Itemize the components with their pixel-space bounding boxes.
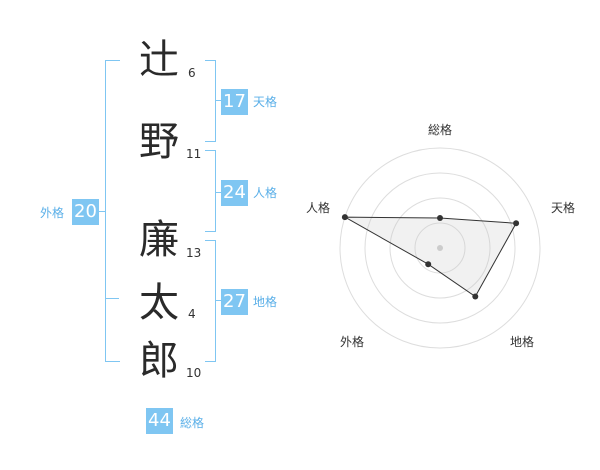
chikaku-connector — [215, 300, 221, 301]
soukaku-label: 総格 — [180, 416, 205, 430]
jinkaku-bracket — [205, 150, 216, 232]
radar-ring-2 — [389, 197, 491, 299]
tenkaku-label: 天格 — [253, 95, 278, 109]
gaikaku-bracket — [105, 60, 120, 362]
radar-center-dot — [437, 245, 443, 251]
radar-ring-1 — [414, 222, 466, 274]
gaikaku-label: 外格 — [40, 206, 65, 220]
tenkaku-bracket — [205, 60, 216, 142]
tenkaku-value: 17 — [221, 89, 248, 115]
radar-point-2 — [513, 220, 520, 227]
jinkaku-connector — [215, 192, 221, 193]
jinkaku-value: 24 — [221, 180, 248, 206]
name-char-2: 野 — [139, 119, 179, 165]
gaikaku-value: 20 — [72, 199, 99, 225]
radar-point-3 — [472, 293, 479, 300]
radar-point-1 — [437, 215, 443, 221]
gaikaku-inner-tick — [105, 298, 119, 299]
radar-point-5 — [341, 214, 348, 221]
radar-point-4 — [425, 261, 432, 268]
radar-axis-label-3: 地格 — [510, 335, 535, 349]
name-char-4: 太 — [139, 280, 179, 326]
tenkaku-connector — [215, 100, 221, 101]
radar-ring-3 — [364, 172, 516, 324]
jinkaku-label: 人格 — [253, 186, 278, 200]
stroke-count-1: 6 — [188, 66, 196, 80]
stroke-count-2: 11 — [186, 147, 202, 161]
chikaku-value: 27 — [221, 289, 248, 315]
radar-axis-label-4: 外格 — [340, 335, 365, 349]
stroke-count-3: 13 — [186, 246, 202, 260]
chikaku-label: 地格 — [253, 295, 278, 309]
radar-axis-label-1: 総格 — [428, 123, 453, 137]
radar-ring-4 — [339, 147, 541, 349]
radar-area — [344, 216, 517, 298]
stroke-count-5: 10 — [186, 366, 202, 380]
radar-axis-label-2: 天格 — [551, 201, 576, 215]
name-char-5: 郎 — [139, 338, 179, 384]
stroke-count-4: 4 — [188, 307, 196, 321]
chikaku-bracket — [205, 240, 216, 362]
radar-axis-label-5: 人格 — [306, 201, 331, 215]
gaikaku-connector — [99, 211, 105, 212]
soukaku-value: 44 — [146, 408, 173, 434]
name-char-1: 辻 — [139, 37, 179, 83]
name-char-3: 廉 — [139, 217, 179, 263]
